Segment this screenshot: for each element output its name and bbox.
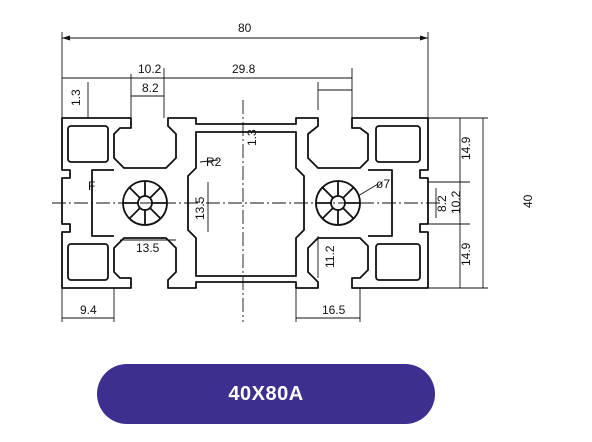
dim-corner-radius: R2 bbox=[206, 155, 222, 169]
left-mark: F bbox=[88, 179, 95, 193]
dim-slot-opening: 8.2 bbox=[142, 81, 159, 95]
dim-bottom-pitch: 14.9 bbox=[459, 242, 473, 266]
dim-wall: 1.3 bbox=[69, 89, 83, 106]
model-label: 40X80A bbox=[228, 382, 304, 405]
dim-hole-diameter: ø7 bbox=[376, 177, 390, 191]
dim-inner-depth: 11.2 bbox=[323, 245, 337, 268]
dim-core-height: 13.5 bbox=[193, 196, 207, 220]
dim-overall-height: 40 bbox=[521, 194, 535, 208]
profile-drawing: 80 10.2 8.2 29.8 1.3 R2 1.3 13.5 13.5 bbox=[52, 21, 535, 322]
dim-slot-width: 10.2 bbox=[138, 62, 162, 76]
pocket-top-right bbox=[375, 125, 421, 163]
dim-right-slot-outer: 10.2 bbox=[449, 190, 463, 214]
dim-core-width: 13.5 bbox=[136, 241, 160, 255]
pocket-top-left bbox=[67, 125, 109, 163]
center-cavity bbox=[187, 131, 305, 277]
dim-bottom-span: 16.5 bbox=[322, 303, 346, 317]
leader-radius bbox=[199, 159, 219, 163]
dim-center-span: 29.8 bbox=[232, 62, 256, 76]
pocket-bottom-right bbox=[375, 243, 421, 281]
dim-wall-inner: 1.3 bbox=[245, 129, 259, 146]
arrow bbox=[62, 35, 70, 41]
model-badge: 40X80A bbox=[97, 364, 435, 424]
leader-hole bbox=[357, 183, 379, 197]
arrow bbox=[420, 35, 428, 41]
dim-right-slot: 8.2 bbox=[435, 195, 449, 212]
dim-top-pitch: 14.9 bbox=[459, 136, 473, 160]
dim-overall-width: 80 bbox=[238, 21, 252, 35]
dim-left-offset: 9.4 bbox=[80, 303, 97, 317]
pocket-bottom-left bbox=[67, 243, 109, 281]
